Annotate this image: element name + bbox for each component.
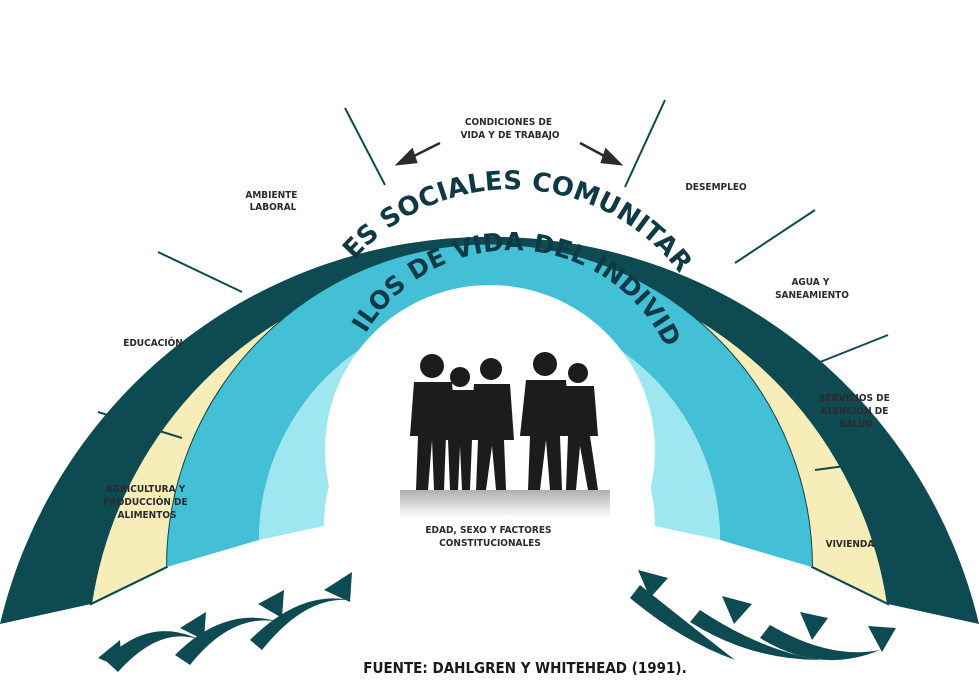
segment-desempleo: DESEMPLEO bbox=[685, 182, 747, 193]
left-feedback-arrows-icon bbox=[98, 572, 352, 672]
segment-ambiente-laboral: AMBIENTE LABORAL bbox=[245, 190, 300, 213]
people-silhouette-icon bbox=[410, 352, 598, 490]
segment-dividers bbox=[90, 99, 906, 605]
core-label: EDAD, SEXO Y FACTORES CONSTITUCIONALES bbox=[425, 525, 554, 549]
right-feedback-arrows-icon bbox=[630, 570, 896, 661]
segment-servicios: SERVICIOS DE ATENCIÓN DE SALUD bbox=[819, 393, 893, 430]
outer-ring-label: CONDICIONES SOCIOECONÓMICAS, CULTURALES … bbox=[0, 0, 858, 183]
ground-wedge bbox=[60, 547, 930, 640]
outer-ring bbox=[0, 236, 979, 624]
condiciones-arrows bbox=[394, 141, 624, 166]
source-citation: FUENTE: DAHLGREN Y WHITEHEAD (1991). bbox=[363, 659, 686, 677]
segment-vivienda: VIVIENDA bbox=[826, 539, 875, 550]
segment-educacion: EDUCACIÓN bbox=[123, 336, 183, 349]
floor-reflection bbox=[400, 490, 610, 518]
segment-condiciones-vida: CONDICIONES DE VIDA Y DE TRABAJO bbox=[460, 117, 559, 141]
segment-agricultura: AGRICULTURA Y PRODUCCIÓN DE ALIMENTOS bbox=[103, 484, 191, 521]
segment-agua: AGUA Y SANEAMIENTO bbox=[775, 277, 849, 301]
middle-ring-label: REDES SOCIALES COMUNITARIAS bbox=[0, 0, 698, 278]
middle-ring bbox=[167, 244, 812, 567]
